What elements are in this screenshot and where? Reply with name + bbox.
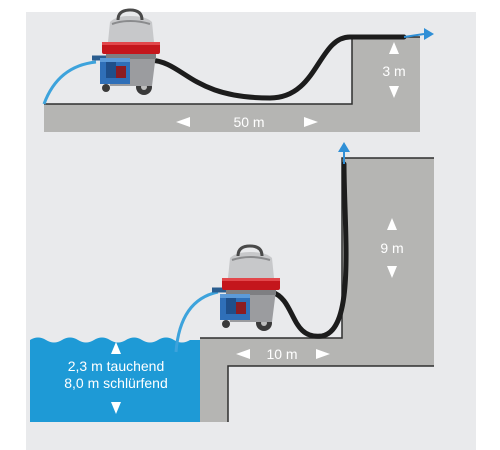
bottom-vertical-arrow-up [387, 218, 397, 230]
bottom-vertical-arrow-down [387, 266, 397, 278]
top-horizontal-arrow-right [304, 117, 318, 127]
top-ground [44, 37, 420, 132]
top-outflow-arrow [424, 28, 434, 40]
top-vertical-arrow-up [389, 42, 399, 54]
bottom-outlet-hose [269, 161, 349, 339]
bottom-horizontal-distance-label: 10 m [266, 346, 298, 362]
bottom-ground [200, 158, 434, 422]
bottom-inlet-hose [174, 290, 219, 353]
top-horizontal-arrow-left [176, 117, 190, 127]
bottom-vertical-height-label: 9 m [380, 240, 404, 256]
bottom-horizontal-arrow-left [236, 349, 250, 359]
top-vertical-height-label: 3 m [382, 63, 406, 79]
top-outlet-hose [147, 34, 407, 101]
top-vertical-arrow-down [389, 86, 399, 98]
bottom-outflow-arrow [338, 142, 350, 152]
water-depth-label: 2,3 m tauchend 8,0 m schlürfend [38, 358, 194, 392]
bottom-ground-edge-lower [227, 365, 434, 422]
water-basin [30, 337, 200, 422]
top-inlet-hose [42, 60, 97, 105]
top-horizontal-distance-label: 50 m [233, 114, 265, 130]
top-outflow-line [403, 33, 425, 38]
submersion-depth-text: 2,3 m tauchend [67, 358, 165, 374]
water-arrow-up [111, 342, 121, 354]
suction-depth-text: 8,0 m schlürfend [64, 375, 168, 391]
bottom-ground-edge-upper [200, 157, 434, 339]
water-arrow-down [111, 402, 121, 414]
bottom-horizontal-arrow-right [316, 349, 330, 359]
